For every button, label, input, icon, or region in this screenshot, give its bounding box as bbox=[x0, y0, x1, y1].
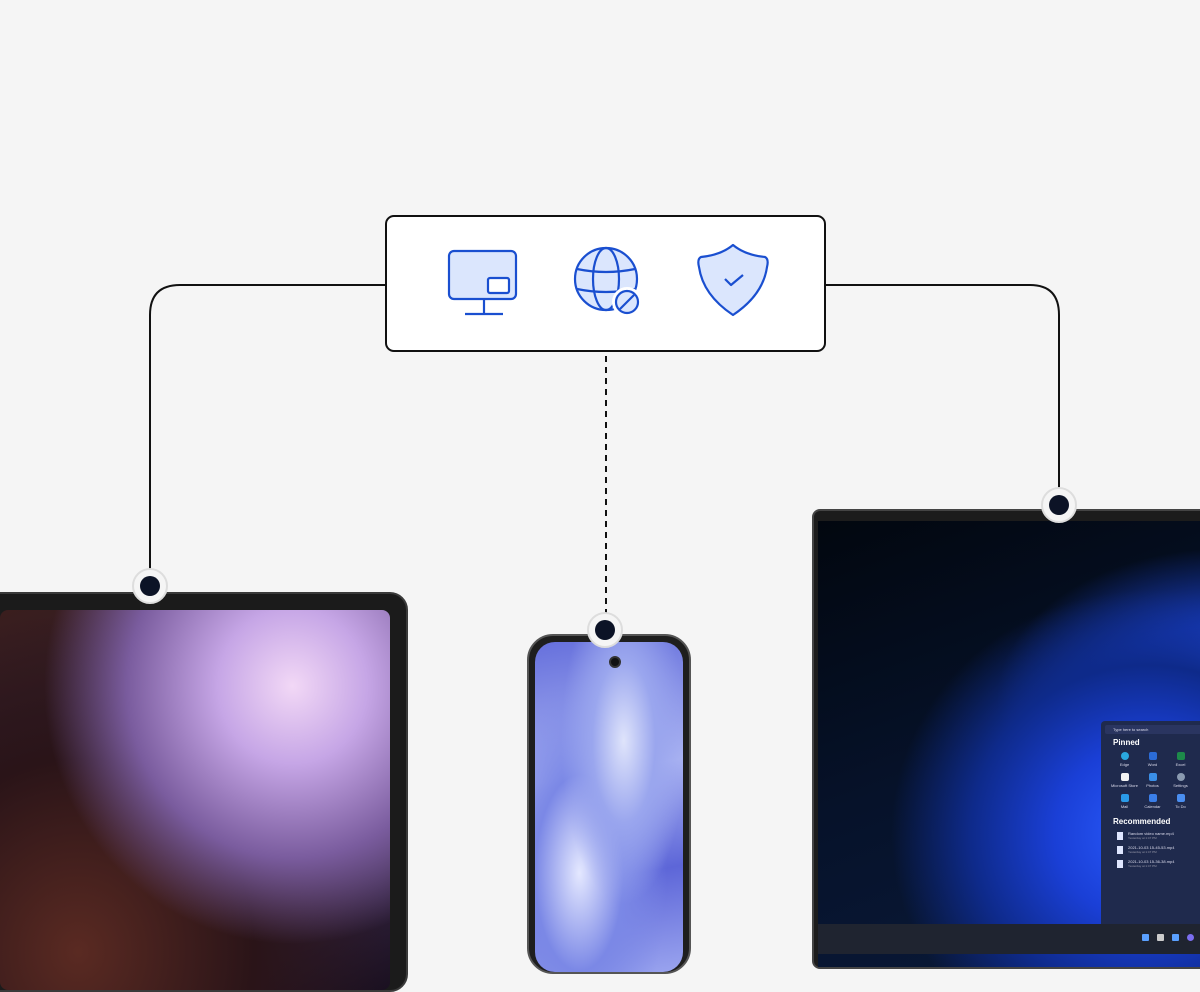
windows-start-icon[interactable] bbox=[1142, 934, 1149, 941]
camera-icon bbox=[609, 656, 621, 668]
widgets-icon[interactable] bbox=[1172, 934, 1179, 941]
shield-check-icon bbox=[697, 243, 769, 317]
feature-icons-card bbox=[385, 215, 826, 352]
connector-lines bbox=[132, 284, 1077, 648]
monitor-icon bbox=[447, 249, 518, 316]
laptop-device: Type here to search Pinned Edge Word Exc… bbox=[812, 509, 1200, 969]
globe-blocked-icon bbox=[573, 246, 642, 317]
app-todo[interactable]: To Do bbox=[1167, 794, 1194, 809]
app-word[interactable]: Word bbox=[1139, 752, 1166, 767]
start-menu: Type here to search Pinned Edge Word Exc… bbox=[1101, 721, 1200, 931]
phone-screen bbox=[535, 642, 683, 972]
node-laptop bbox=[1041, 487, 1077, 523]
chat-icon[interactable] bbox=[1187, 934, 1194, 941]
file-icon bbox=[1117, 831, 1123, 840]
file-icon bbox=[1117, 859, 1123, 868]
tablet-device bbox=[0, 592, 408, 992]
node-tablet bbox=[132, 568, 168, 604]
start-search-input[interactable]: Type here to search bbox=[1105, 725, 1200, 734]
connector-left bbox=[149, 284, 385, 578]
app-mail[interactable]: Mail bbox=[1111, 794, 1138, 809]
laptop-screen: Type here to search Pinned Edge Word Exc… bbox=[818, 521, 1200, 967]
app-excel[interactable]: Excel bbox=[1167, 752, 1194, 767]
tablet-screen bbox=[0, 610, 390, 990]
file-icon bbox=[1117, 845, 1123, 854]
app-calendar[interactable]: Calendar bbox=[1139, 794, 1166, 809]
pinned-heading: Pinned bbox=[1113, 738, 1140, 747]
node-phone bbox=[587, 612, 623, 648]
recommended-heading: Recommended bbox=[1113, 817, 1171, 826]
app-settings[interactable]: Settings bbox=[1167, 773, 1194, 788]
task-view-icon[interactable] bbox=[1157, 934, 1164, 941]
phone-device bbox=[527, 634, 691, 974]
app-edge[interactable]: Edge bbox=[1111, 752, 1138, 767]
connector-right bbox=[826, 284, 1060, 495]
app-photos[interactable]: Photos bbox=[1139, 773, 1166, 788]
taskbar bbox=[818, 924, 1200, 954]
app-store[interactable]: Microsoft Store bbox=[1111, 773, 1138, 788]
